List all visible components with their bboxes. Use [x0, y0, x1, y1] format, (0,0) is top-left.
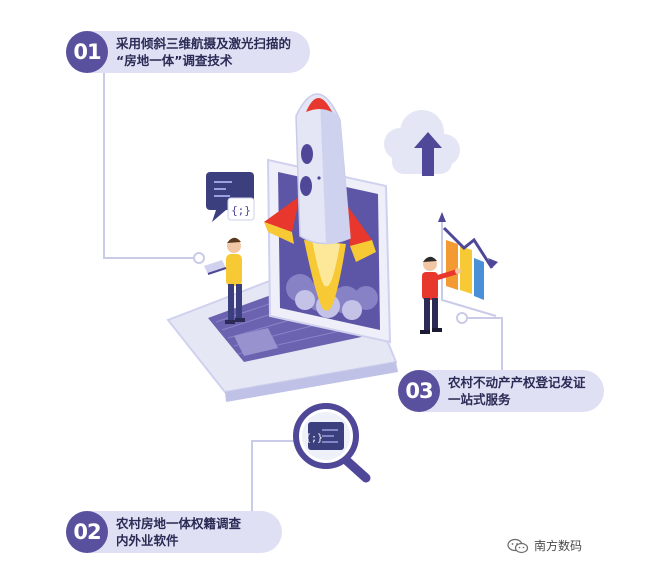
callout-line: 一站式服务: [448, 392, 511, 407]
cloud-upload-icon: [384, 110, 460, 176]
bar-chart-icon: [438, 212, 498, 317]
callout-line: “房地一体”调查技术: [116, 53, 233, 68]
person-with-laptop: [204, 237, 245, 324]
watermark: 南方数码: [507, 537, 582, 554]
callout-line: 农村不动产产权登记发证: [448, 375, 586, 390]
connector-1: [103, 72, 196, 259]
callout-line: 采用倾斜三维航摄及激光扫描的: [116, 36, 292, 51]
callout-line: 农村房地一体权籍调查: [116, 516, 242, 531]
code-chat-bubble-icon: {;}: [206, 172, 255, 222]
svg-text:{;}: {;}: [305, 433, 323, 444]
callout-text: 农村不动产产权登记发证 一站式服务: [440, 374, 600, 408]
connector-lines: [103, 72, 503, 519]
connector-dot-1: [193, 252, 205, 264]
magnifier-code-icon: {;}: [293, 403, 371, 483]
wechat-icon: [507, 538, 529, 553]
callout-line: 内外业软件: [116, 533, 179, 548]
callout-03: 03 农村不动产产权登记发证 一站式服务: [398, 370, 604, 412]
callout-number: 01: [66, 31, 108, 73]
callout-number: 03: [398, 370, 440, 412]
callout-01: 01 采用倾斜三维航摄及激光扫描的 “房地一体”调查技术: [66, 31, 310, 73]
svg-text:{;}: {;}: [231, 204, 251, 217]
person-presenting: [420, 256, 461, 334]
rocket-icon: [264, 93, 376, 311]
connector-3: [462, 317, 503, 372]
callout-text: 采用倾斜三维航摄及激光扫描的 “房地一体”调查技术: [108, 35, 305, 69]
callout-number: 02: [66, 511, 108, 553]
watermark-label: 南方数码: [534, 539, 583, 553]
connector-dot-3: [456, 312, 468, 324]
callout-text: 农村房地一体权籍调查 内外业软件: [108, 515, 255, 549]
laptop-icon: [166, 158, 398, 402]
connector-2: [251, 440, 300, 519]
callout-02: 02 农村房地一体权籍调查 内外业软件: [66, 511, 282, 553]
